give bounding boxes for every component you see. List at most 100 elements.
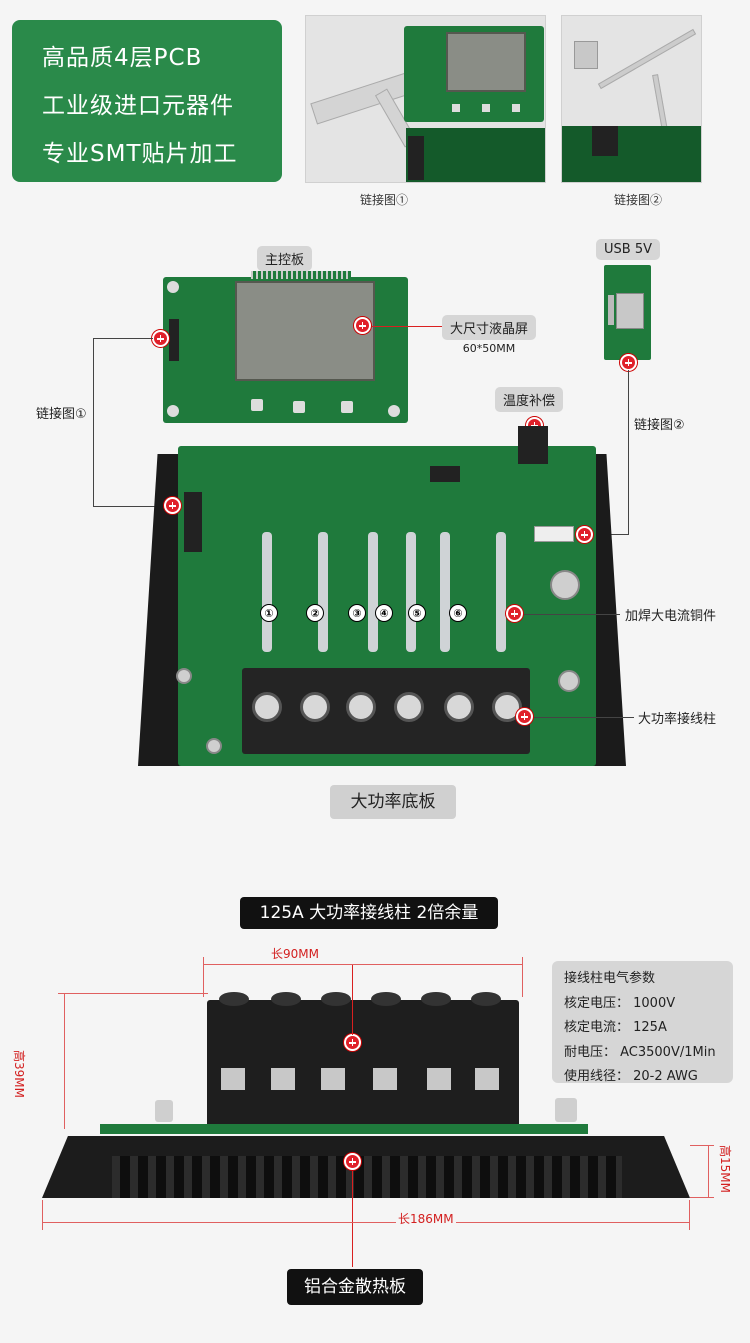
usb-tag: USB 5V [596,239,660,260]
heatsink-leader [352,1171,353,1267]
link2-label: 链接图② [634,418,685,433]
usb-port [616,293,644,329]
button [251,399,263,411]
terminal-screw [300,692,330,722]
terminal-slot [373,1068,397,1090]
mounting-hole [167,405,179,417]
usb-cable [597,28,697,90]
usb-port-photo [574,41,598,69]
feature-components: 工业级进口元器件 [42,93,234,119]
terminal-cap [271,992,301,1006]
terminal-slot [321,1068,345,1090]
copper-bar [406,532,416,652]
terminal-screw [444,692,474,722]
temp-tag: 温度补偿 [495,387,564,412]
dim-tick [690,1197,714,1198]
dc-jack [592,126,618,156]
terminal-label: 大功率接线柱 [638,712,717,727]
link-photo-2 [561,15,702,183]
lcd-leader [372,326,442,327]
connector-white [534,526,574,542]
terminal-spec-title: 125A 大功率接线柱 2倍余量 [240,897,498,929]
copper-bar [262,532,272,652]
main-control-board [163,271,408,423]
button [452,104,460,112]
marker-copper [506,605,523,622]
terminal-block-side [207,992,519,1128]
base-board-photo [406,128,545,182]
main-board-tag: 主控板 [257,246,313,271]
param-box: 接线柱电气参数 核定电压： 1000V 核定电流： 125A 耐电压： AC35… [552,961,733,1084]
link1-line-top [93,338,153,339]
feature-smt: 专业SMT贴片加工 [42,141,238,167]
terminal-leader [534,717,634,718]
terminal-block [242,668,530,754]
lcd-screen [446,32,526,92]
marker-link2-bottom [576,526,593,543]
marker-terminal-side [344,1034,361,1051]
param-wire: 使用线径： 20-2 AWG [564,1069,698,1084]
terminal-side-leader [352,965,353,1035]
terminal-number-4: ④ [375,604,393,622]
photo-1-caption: 链接图① [360,193,409,207]
copper-bar [368,532,378,652]
terminal-cap [219,992,249,1006]
dim-tick [689,1200,690,1230]
button [512,104,520,112]
capacitor [176,668,192,684]
dim-tick [522,957,523,997]
copper-leader [524,614,620,615]
copper-bar [318,532,328,652]
photo-2-caption: 链接图② [614,193,663,207]
terminal-number-1: ① [260,604,278,622]
dim-line-left [64,993,65,1129]
feature-pcb: 高品质4层PCB [42,45,203,71]
terminal-slot [427,1068,451,1090]
dim-length-bottom: 长186MM [396,1210,456,1227]
terminal-slot [475,1068,499,1090]
terminal-cap [371,992,401,1006]
terminal-slot [221,1068,245,1090]
dim-tick [690,1145,714,1146]
base-board-photo-2 [562,126,701,182]
dim-height-right: 高15MM [718,1145,732,1193]
copper-bar [496,532,506,652]
terminal-cap [471,992,501,1006]
dim-line-bottom [42,1222,690,1223]
terminal-number-2: ② [306,604,324,622]
dim-height-left: 高39MM [12,1050,26,1098]
marker-terminal [516,708,533,725]
pin-header [408,136,424,180]
dim-line-top [203,964,523,965]
button [482,104,490,112]
param-title: 接线柱电气参数 [564,971,656,986]
main-board-photo [404,26,544,122]
terminal-screw [252,692,282,722]
copper-bar [440,532,450,652]
lcd-label: 大尺寸液晶屏 [442,315,537,340]
ic-chip [430,466,460,482]
lcd-tag: 大尺寸液晶屏 60*50MM [442,315,537,355]
base-board-title: 大功率底板 [330,785,456,819]
link2-line-v [628,370,629,535]
heatsink-title: 铝合金散热板 [287,1269,423,1305]
capacitor [550,570,580,600]
capacitor [206,738,222,754]
terminal-slot [271,1068,295,1090]
dim-line-right [708,1145,709,1197]
pin-header-base [184,492,202,552]
pcb-side [100,1124,588,1134]
pin-header [169,319,179,361]
param-current: 核定电流： 125A [564,1020,667,1035]
marker-link1-bottom [164,497,181,514]
mounting-hole [167,281,179,293]
terminal-number-5: ⑤ [408,604,426,622]
link-photo-1 [305,15,546,183]
terminal-cap [421,992,451,1006]
lcd-connector [251,271,351,279]
heatsink-fins [112,1156,622,1198]
lcd-size: 60*50MM [462,342,516,355]
terminal-number-6: ⑥ [449,604,467,622]
copper-label: 加焊大电流铜件 [625,609,717,624]
dim-tick [58,993,208,994]
